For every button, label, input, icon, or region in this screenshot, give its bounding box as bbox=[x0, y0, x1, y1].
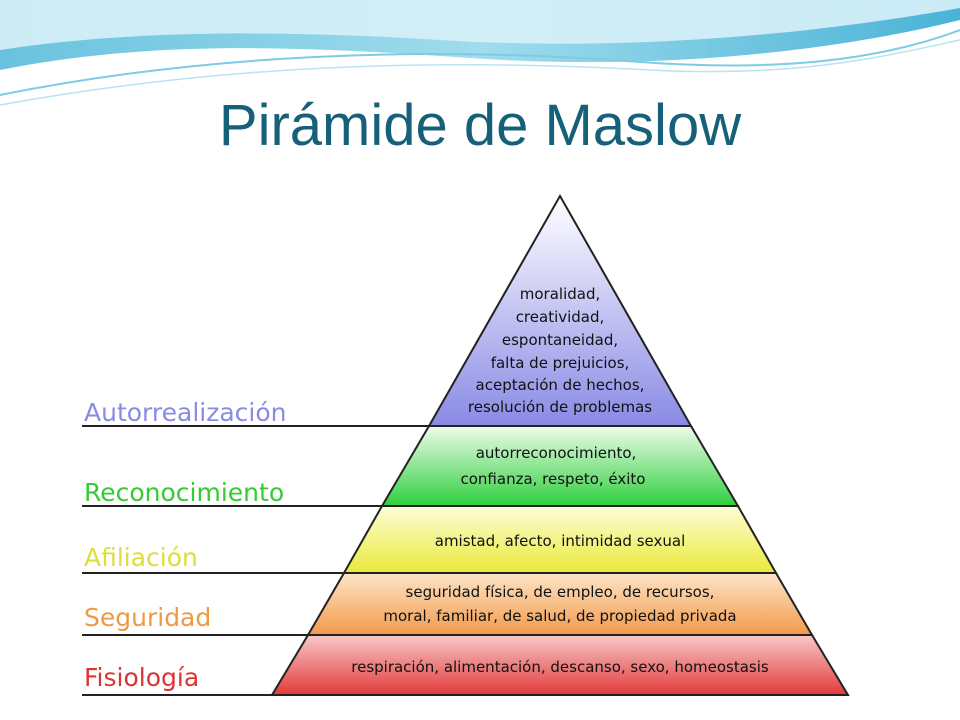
level-text-line: respiración, alimentación, descanso, sex… bbox=[351, 658, 769, 676]
level-text-line: moral, familiar, de salud, de propiedad … bbox=[383, 607, 736, 625]
level-text-line: creatividad, bbox=[516, 308, 605, 326]
pyramid-level-reconocimiento: autorreconocimiento, confianza, respeto,… bbox=[380, 425, 740, 507]
level-text-line: espontaneidad, bbox=[502, 331, 618, 349]
pyramid-level-afiliacion: amistad, afecto, intimidad sexual bbox=[342, 505, 778, 574]
level-label-afiliacion: Afiliación bbox=[84, 543, 198, 572]
level-label-autorrealizacion: Autorrealización bbox=[84, 398, 286, 427]
level-label-reconocimiento: Reconocimiento bbox=[84, 478, 284, 507]
level-text-line: moralidad, bbox=[520, 285, 601, 303]
pyramid-level-autorrealizacion: moralidad, creatividad, espontaneidad, f… bbox=[427, 193, 693, 427]
level-text-line: seguridad física, de empleo, de recursos… bbox=[406, 583, 715, 601]
level-text-line: aceptación de hechos, bbox=[476, 376, 645, 394]
header-wave-decoration bbox=[0, 0, 960, 106]
level-label-fisiologia: Fisiología bbox=[84, 663, 199, 692]
level-text-line: falta de prejuicios, bbox=[491, 354, 630, 372]
level-label-seguridad: Seguridad bbox=[84, 603, 211, 632]
level-shape bbox=[380, 425, 740, 507]
pyramid-level-fisiologia: respiración, alimentación, descanso, sex… bbox=[270, 634, 850, 696]
pyramid-level-seguridad: seguridad física, de empleo, de recursos… bbox=[306, 572, 814, 636]
level-labels: Autorrealización Reconocimiento Afiliaci… bbox=[82, 398, 429, 696]
slide-title: Pirámide de Maslow bbox=[218, 93, 742, 158]
level-text-line: resolución de problemas bbox=[468, 398, 652, 416]
level-text-line: confianza, respeto, éxito bbox=[461, 470, 646, 488]
level-text-line: amistad, afecto, intimidad sexual bbox=[435, 532, 686, 550]
level-shape bbox=[270, 634, 850, 696]
level-text-line: autorreconocimiento, bbox=[476, 444, 637, 462]
